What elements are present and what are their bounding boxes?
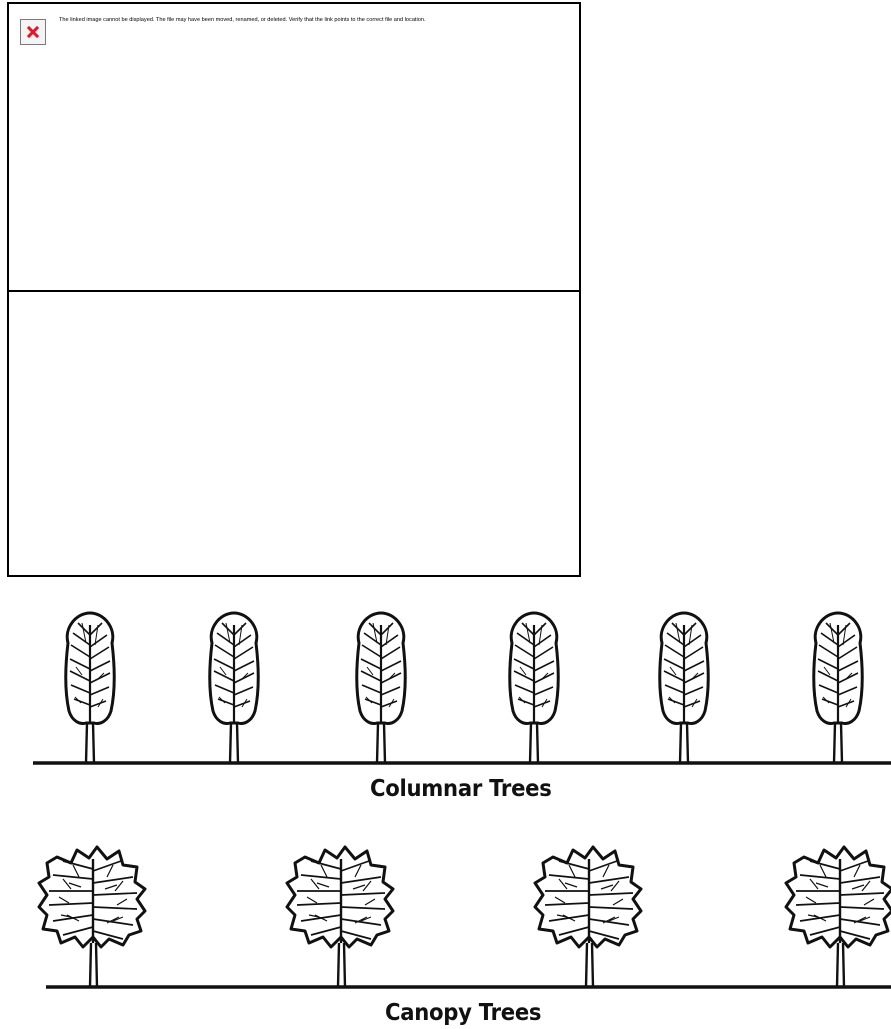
- tree-illustration: [0, 585, 891, 1029]
- columnar-tree: [814, 613, 862, 763]
- broken-image-frame: The linked image cannot be displayed. Th…: [7, 2, 581, 577]
- columnar-tree: [510, 613, 558, 763]
- canopy-tree: [39, 847, 145, 987]
- columnar-tree: [66, 613, 114, 763]
- frame-divider: [9, 290, 581, 292]
- columnar-tree: [660, 613, 708, 763]
- columnar-tree: [357, 613, 405, 763]
- broken-image-message: The linked image cannot be displayed. Th…: [59, 17, 426, 23]
- columnar-tree: [210, 613, 258, 763]
- canopy-trees-label: Canopy Trees: [385, 1000, 541, 1026]
- broken-image-icon: [20, 19, 46, 45]
- columnar-trees-label: Columnar Trees: [370, 776, 552, 802]
- canopy-tree: [786, 847, 891, 987]
- canopy-tree: [535, 847, 641, 987]
- canopy-tree: [287, 847, 393, 987]
